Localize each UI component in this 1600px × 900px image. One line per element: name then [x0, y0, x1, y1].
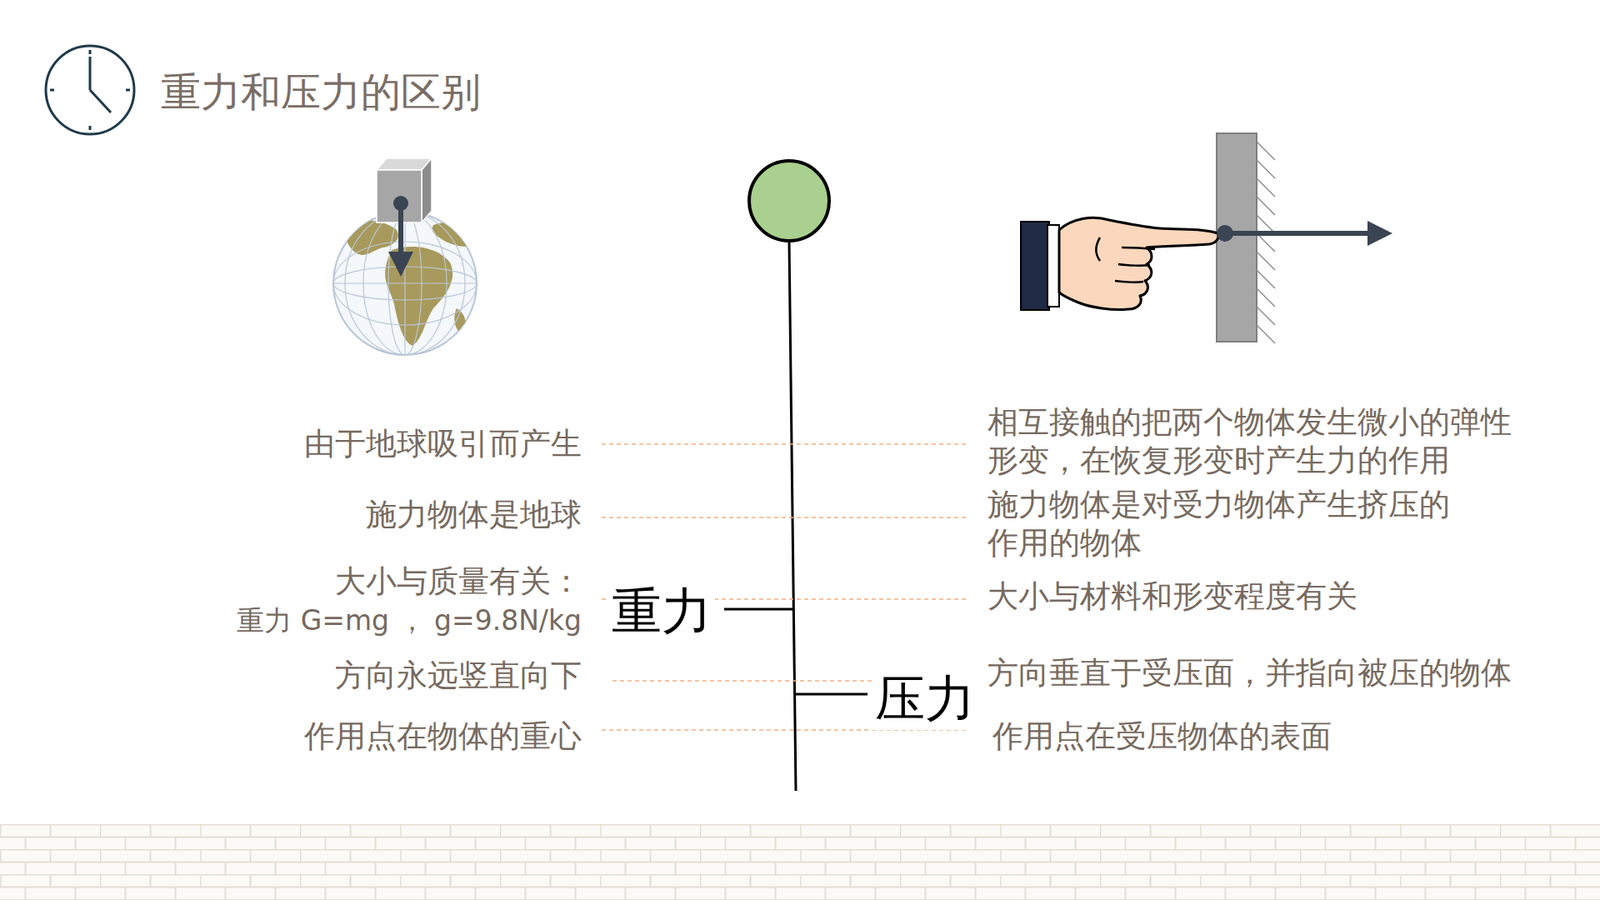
pressure-direction: 方向垂直于受压面，并指向被压的物体 — [987, 654, 1512, 693]
hatch-stroke — [1256, 215, 1275, 234]
hatch-stroke — [1256, 196, 1275, 215]
clock-icon — [45, 45, 135, 135]
hatch-stroke — [1256, 306, 1275, 325]
block — [376, 158, 432, 272]
pressure-point: 作用点在受压物体的表面 — [992, 717, 1332, 756]
wall — [1216, 133, 1275, 344]
hatch-stroke — [1256, 160, 1275, 179]
hatch-stroke — [1256, 251, 1275, 270]
gravity-cause: 由于地球吸引而产生 — [304, 425, 582, 464]
timeline — [724, 160, 868, 791]
hatch-stroke — [1256, 325, 1275, 344]
gravity-point: 作用点在物体的重心 — [304, 717, 582, 756]
gravity-label: 重力 — [608, 580, 715, 643]
pressure-label: 压力 — [871, 667, 979, 730]
pressure-size: 大小与材料和形变程度有关 — [987, 577, 1358, 616]
gravity-source: 施力物体是地球 — [365, 495, 582, 535]
gravity-size: 大小与质量有关： — [335, 562, 582, 601]
hatch-stroke — [1256, 178, 1275, 197]
hatch-stroke — [1256, 288, 1275, 307]
globe — [333, 211, 480, 355]
brick-footer — [0, 824, 1600, 900]
gravity-direction: 方向永远竖直向下 — [335, 656, 582, 695]
pressure-source: 施力物体是对受力物体产生挤压的 作用的物体 — [987, 485, 1480, 564]
hatch-stroke — [1256, 270, 1275, 289]
hatch-stroke — [1256, 141, 1275, 160]
pressure-cause: 相互接触的把两个物体发生微小的弹性 形变，在恢复形变时产生力的作用 — [987, 403, 1538, 481]
hatch-stroke — [1256, 233, 1275, 252]
pointing-hand — [1020, 217, 1388, 310]
slide-title: 重力和压力的区别 — [160, 66, 481, 117]
gravity-formula: 重力 G=mg ， g=9.8N/kg — [236, 603, 582, 638]
